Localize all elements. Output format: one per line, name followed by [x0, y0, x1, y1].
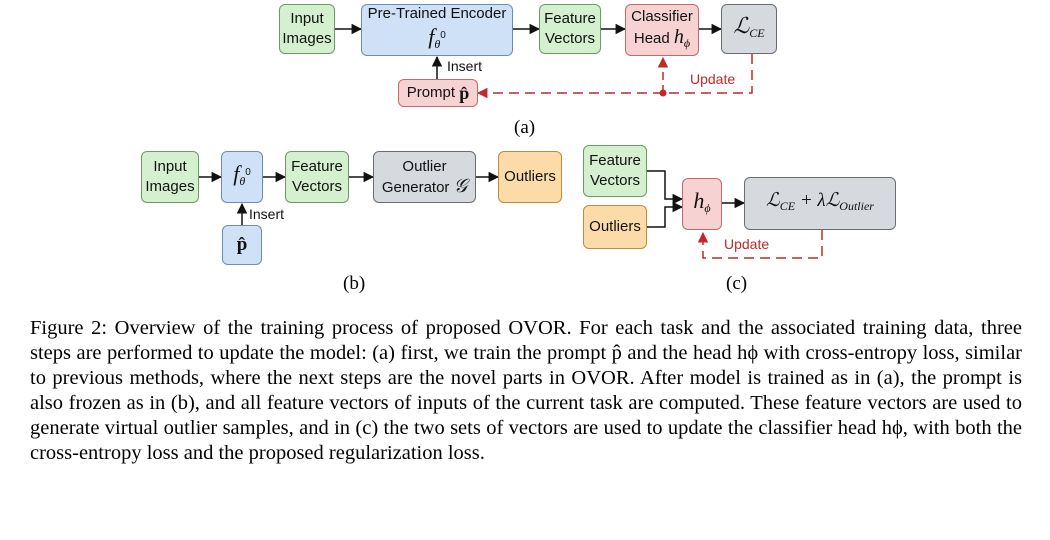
b-generator-word: Generator — [381, 178, 450, 196]
a-encoder-symbol-group: fθ0 — [428, 24, 446, 56]
a-input-images-line1: Input — [290, 10, 324, 27]
a-classifier-head-box: Classifier Head hϕ — [625, 4, 699, 56]
c-head-box: hϕ — [682, 178, 722, 230]
b-caption: (b) — [343, 273, 366, 294]
b-input-line1: Input — [153, 158, 187, 175]
b-generator-line1: Outlier — [402, 157, 447, 175]
b-insert-label: Insert — [249, 206, 285, 222]
a-head-sub: ϕ — [683, 36, 691, 50]
b-encoder-symbol: f — [233, 161, 240, 186]
a-classifier-line1: Classifier — [631, 8, 693, 25]
b-prompt-symbol: p̂ — [236, 234, 248, 255]
a-input-images-line2: Images — [282, 30, 332, 47]
b-outlier-generator-box: Outlier Generator 𝒢 — [373, 151, 476, 203]
update-path-c — [697, 230, 823, 259]
c-head-sub: ϕ — [704, 200, 711, 215]
a-encoder-sup: 0 — [440, 30, 446, 41]
a-encoder-sub: θ — [434, 37, 441, 51]
b-encoder-sub: θ — [239, 174, 246, 188]
c-feature-vectors-box: Feature Vectors — [583, 145, 647, 197]
a-feature-vectors-box: Feature Vectors — [539, 4, 601, 54]
a-prompt-label: Prompt — [406, 84, 456, 101]
a-loss-symbol: ℒ — [733, 12, 750, 38]
c-outliers-box: Outliers — [583, 205, 647, 249]
a-feature-line2: Vectors — [544, 30, 596, 47]
b-prompt-box: p̂ — [222, 225, 262, 265]
c-loss-outlier-sub: Outlier — [839, 199, 874, 213]
a-prompt-symbol: p̂ — [459, 83, 470, 103]
c-loss-group: ℒCE + λℒOutlier — [766, 191, 874, 216]
b-encoder-sup: 0 — [245, 167, 251, 178]
a-loss-symbol-group: ℒCE — [733, 12, 765, 43]
a-loss-sub: CE — [749, 25, 765, 40]
arrow-c-outliers-head — [647, 201, 684, 228]
update-path-a — [476, 54, 753, 99]
a-loss-box: ℒCE — [721, 4, 777, 54]
a-prompt-box: Prompt p̂ — [398, 79, 478, 107]
b-encoder-box: fθ0 — [221, 151, 263, 203]
b-feature-line2: Vectors — [291, 178, 343, 195]
c-loss-plus: + λℒ — [795, 190, 840, 211]
arrow-c-feature-head — [647, 170, 684, 205]
a-encoder-box: Pre-Trained Encoder fθ0 — [361, 4, 513, 56]
a-update-label: Update — [690, 71, 736, 87]
a-encoder-label: Pre-Trained Encoder — [367, 5, 507, 22]
b-feature-vectors-box: Feature Vectors — [285, 151, 349, 203]
c-loss-ce-sub: CE — [779, 199, 796, 213]
c-feature-line2: Vectors — [589, 172, 641, 189]
b-feature-line1: Feature — [291, 158, 343, 175]
b-generator-symbol: 𝒢 — [453, 175, 468, 197]
c-head-symbol: h — [693, 187, 705, 213]
a-feature-line1: Feature — [544, 10, 596, 27]
c-feature-line1: Feature — [589, 152, 641, 169]
a-input-images-box: Input Images — [279, 4, 335, 54]
update-junction-dot — [659, 89, 667, 97]
c-update-label: Update — [724, 236, 770, 252]
b-outliers-label: Outliers — [504, 168, 556, 185]
b-outliers-box: Outliers — [498, 151, 562, 203]
figure-caption: Figure 2: Overview of the training proce… — [30, 317, 1022, 464]
arrows-layer — [199, 23, 823, 259]
figure: Input Images Pre-Trained Encoder fθ0 Fea… — [141, 4, 896, 294]
b-encoder-symbol-group: fθ0 — [233, 163, 251, 191]
b-input-images-box: Input Images — [141, 151, 199, 203]
b-generator-line2: Generator 𝒢 — [381, 175, 468, 198]
c-head-symbol-group: hϕ — [693, 187, 711, 218]
a-caption: (a) — [514, 117, 536, 138]
b-input-line2: Images — [145, 178, 195, 195]
a-encoder-symbol: f — [428, 24, 435, 49]
a-insert-label: Insert — [447, 58, 483, 74]
c-outliers-label: Outliers — [589, 218, 641, 235]
c-loss-box: ℒCE + λℒOutlier — [744, 177, 896, 230]
c-loss-ce-symbol: ℒ — [766, 190, 780, 211]
a-head-symbol: h — [673, 26, 684, 48]
c-caption: (c) — [726, 273, 748, 294]
a-classifier-line2: Head hϕ — [634, 27, 690, 53]
a-classifier-head-word: Head — [633, 30, 670, 47]
